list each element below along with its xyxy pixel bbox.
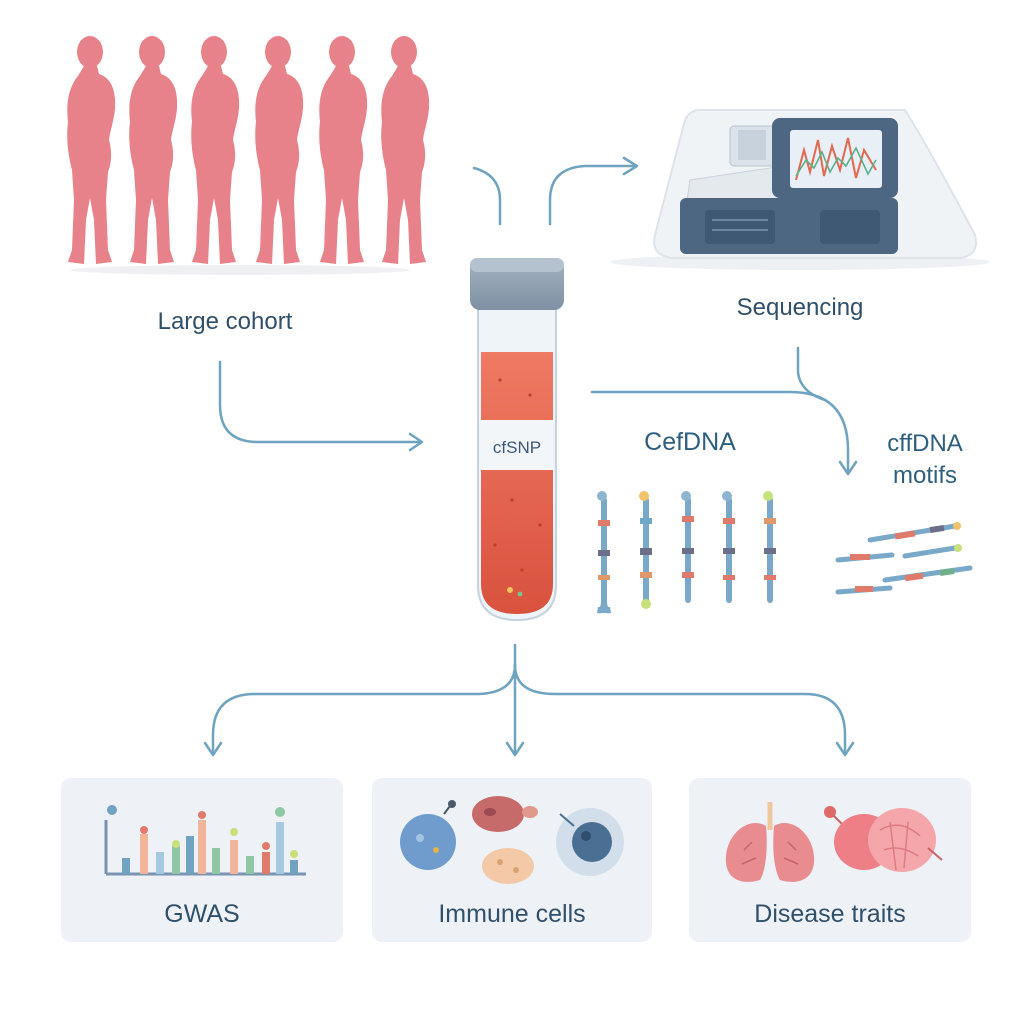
arrow-tube-to-sequencer xyxy=(472,156,639,226)
motifs-label-line2: motifs xyxy=(892,462,957,489)
dna-fragment-icon xyxy=(722,491,735,603)
person-silhouette-icon xyxy=(319,36,368,264)
sequencing-label: Sequencing xyxy=(736,294,864,321)
dna-fragment-icon xyxy=(681,491,694,603)
organ-icon xyxy=(824,806,943,872)
cefdna-label: CefDNA xyxy=(644,428,736,456)
bar-chart-icon xyxy=(104,805,306,876)
dna-fragment-icon xyxy=(639,491,652,609)
arrow-sequencer-to-motifs xyxy=(590,346,858,476)
dna-fragment-icon xyxy=(835,544,962,563)
cohort-label: Large cohort xyxy=(157,308,293,335)
arrow-cohort-to-tube xyxy=(218,360,424,452)
dna-fragment-icon xyxy=(835,585,893,595)
dna-fragments-vertical xyxy=(597,491,776,614)
tube-label: cfSNP xyxy=(492,438,542,457)
person-silhouette-icon xyxy=(67,36,116,264)
immune-cell-icon xyxy=(400,796,624,884)
gwas-title: GWAS xyxy=(164,900,240,928)
dna-fragment-icon xyxy=(882,565,973,583)
immune-cells-title: Immune cells xyxy=(438,900,586,928)
dna-fragment-icon xyxy=(597,491,611,614)
dna-fragment-icon xyxy=(763,491,776,603)
sequencer-icon xyxy=(610,109,990,270)
motifs-label-line1: cffDNA xyxy=(887,430,963,457)
person-silhouette-icon xyxy=(255,36,304,264)
person-silhouette-icon xyxy=(191,36,240,264)
person-silhouette-icon xyxy=(129,36,178,264)
cohort-group xyxy=(67,36,430,275)
blood-tube-icon xyxy=(470,258,564,622)
dna-fragment-icon xyxy=(867,522,961,543)
dna-motifs xyxy=(835,522,973,595)
person-silhouette-icon xyxy=(381,36,430,264)
lungs-icon xyxy=(725,802,815,882)
arrow-tube-to-panels xyxy=(203,643,855,757)
disease-traits-title: Disease traits xyxy=(754,900,906,928)
motifs-label: cffDNA motifs xyxy=(850,428,1000,492)
